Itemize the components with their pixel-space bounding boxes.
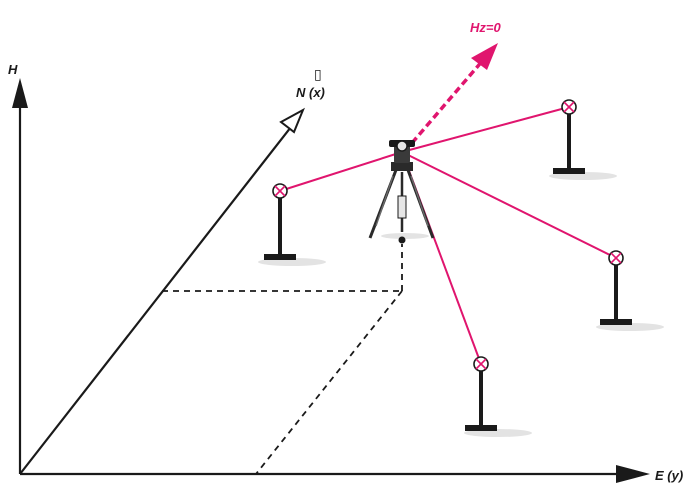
hz-arrowhead [471,43,498,70]
n-axis-line [19,117,299,475]
crosshair-target-icon [561,99,577,115]
sight-line-left [279,151,403,192]
crosshair-target-icon [272,183,288,199]
total-station-tripod-icon [368,140,435,244]
target-left [264,183,296,260]
north-glyph: ▯ [314,67,322,83]
target-upper-right [553,99,585,174]
station-point [398,236,406,244]
n-axis-label: N (x) [296,85,325,100]
ground-shadows [258,172,664,437]
hz-zero-direction [410,43,498,145]
e-axis-arrowhead [616,465,650,483]
sight-lines [279,106,617,365]
e-axis-label: E (y) [655,468,683,483]
h-axis-arrowhead [12,78,28,108]
sight-line-right [401,151,617,259]
crosshair-target-icon [608,250,624,266]
coordinate-axes [12,78,650,483]
h-axis-label: H [8,62,18,77]
crosshair-target-icon [473,356,489,372]
projection-lines [162,244,403,475]
target-lower [465,356,497,431]
n-axis-arrowhead [279,107,305,134]
sight-line-upper-right [401,106,570,153]
hz-zero-label: Hz=0 [470,20,501,35]
target-right [600,250,632,325]
